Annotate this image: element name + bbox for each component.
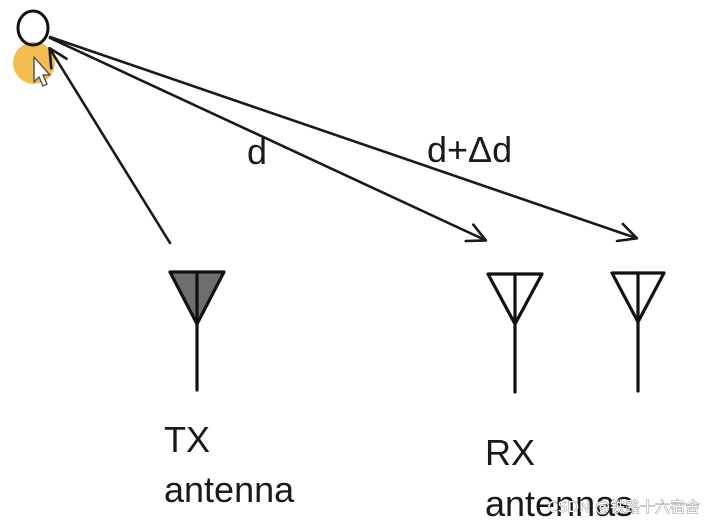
- path-label-d-delta: d+Δd: [427, 129, 512, 170]
- rx-label-line1: RX: [485, 432, 535, 473]
- ray-tx-to-source: [48, 46, 172, 245]
- rx-antenna-2-icon: [610, 271, 666, 393]
- rx-label-line2: antennas: [485, 483, 633, 524]
- ray-source-to-rx1: [48, 36, 488, 243]
- tx-label-line1: TX: [164, 419, 210, 460]
- mouse-pointer-icon: [33, 56, 51, 87]
- rx-antenna-1-icon: [486, 272, 544, 394]
- tx-antenna-icon: [168, 270, 226, 392]
- source-circle-icon: [16, 9, 50, 47]
- tx-label-line2: antenna: [164, 469, 295, 510]
- ray-source-to-rx2: [48, 35, 639, 243]
- watermark: CSDN @铁路十六宿舍: [547, 498, 700, 516]
- path-label-d: d: [247, 131, 267, 172]
